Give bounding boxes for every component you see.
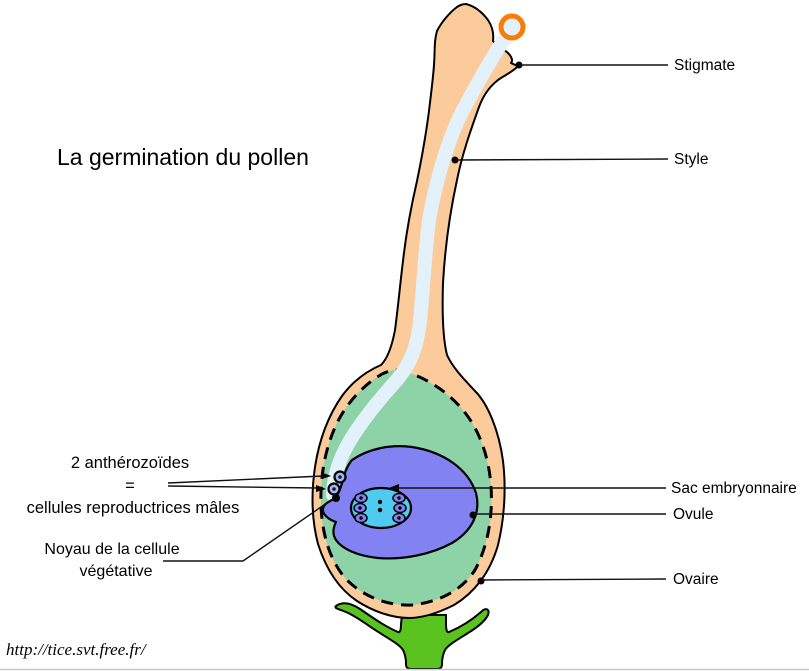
label-noyau-line2: végétative (80, 563, 153, 580)
embryo-sac-cell-nuclei (358, 496, 402, 520)
stem-shape (334, 602, 490, 670)
label-antherozoides-line3: cellules reproductrices mâles (27, 499, 240, 517)
ovule-dot (469, 511, 477, 519)
label-style: Style (674, 151, 708, 168)
label-stigmate: Stigmate (674, 57, 735, 74)
antherozoid-arrowhead-2 (316, 485, 326, 492)
source-url: http://tice.svt.free.fr/ (6, 640, 148, 659)
page-title: La germination du pollen (57, 144, 309, 170)
label-antherozoides-line2: = (125, 477, 135, 495)
label-antherozoides-line1: 2 anthérozoïdes (71, 454, 189, 472)
noyau-line (163, 497, 335, 562)
label-noyau-line1: Noyau de la cellule (44, 541, 179, 558)
annotation-lines (163, 61, 669, 585)
pollen-tube (326, 21, 519, 502)
label-ovaire: Ovaire (673, 571, 719, 588)
label-sac-embryonnaire: Sac embryonnaire (671, 480, 797, 497)
vegetative-nucleus-dot (332, 494, 340, 502)
label-ovule: Ovule (673, 506, 714, 523)
pollen-grain (498, 13, 526, 41)
antherozoid-arrowhead-1 (321, 472, 331, 479)
antherozoid-cells (327, 470, 347, 496)
ovaire-dot (477, 577, 485, 585)
